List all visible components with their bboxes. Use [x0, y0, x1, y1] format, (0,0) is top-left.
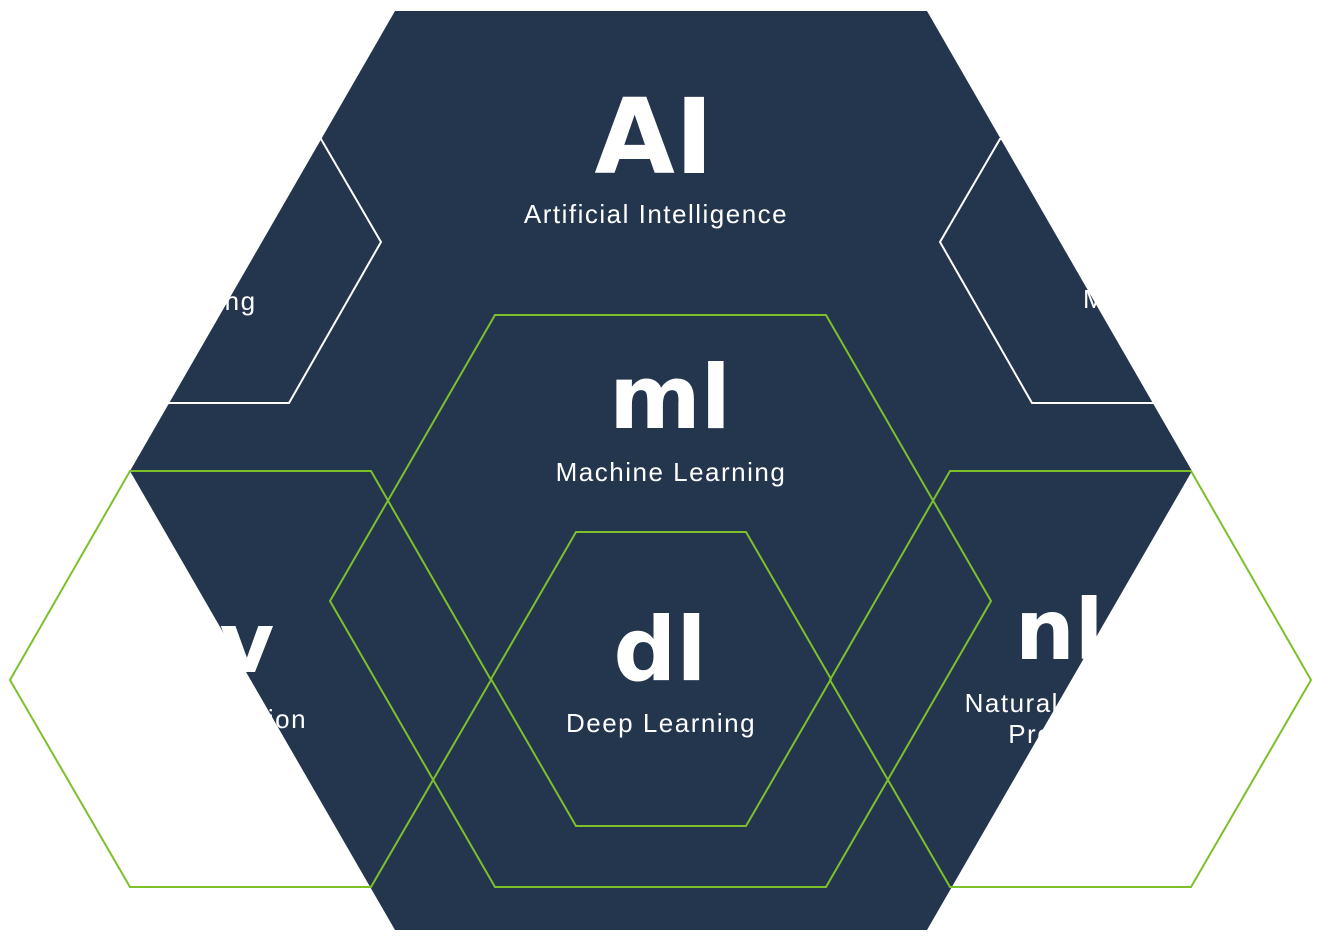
left-partial-hexagon-outline: [167, 138, 383, 404]
nlp-label-line1: Natural Language: [965, 688, 1196, 718]
cv-abbr: cv: [170, 594, 275, 692]
ml-hexagon-outline: [328, 314, 993, 888]
dl-abbr: dl: [613, 598, 706, 701]
right-partial-label: Modeling: [1083, 284, 1201, 314]
ai-abbr: AI: [594, 76, 713, 198]
cv-label: Computer Vision: [93, 704, 307, 734]
ml-label: Machine Learning: [556, 457, 787, 487]
nlp-abbr: nlp: [1015, 581, 1164, 679]
left-partial-abbr: m: [159, 186, 240, 276]
dl-hexagon-outline: [489, 531, 833, 827]
cv-hexagon-outline: [8, 470, 493, 888]
ai-hexagon: [130, 11, 1192, 930]
right-partial-abbr: M: [1065, 189, 1143, 279]
ml-abbr: ml: [609, 346, 731, 449]
dl-label: Deep Learning: [566, 708, 756, 738]
right-partial-hexagon-outline: [938, 138, 1154, 404]
ai-label: Artificial Intelligence: [524, 199, 788, 229]
left-partial-label: Planning: [143, 286, 256, 316]
nlp-label-line2: Processing: [1008, 719, 1152, 749]
